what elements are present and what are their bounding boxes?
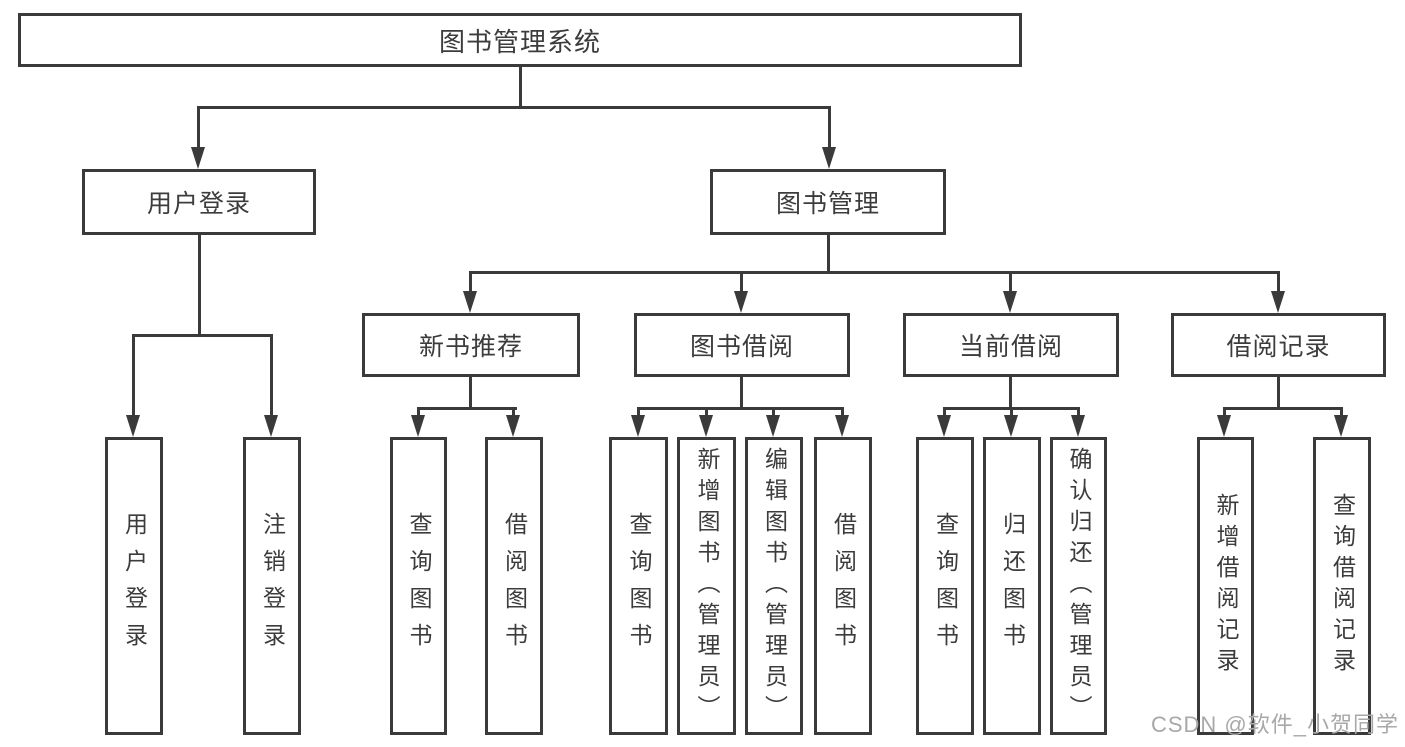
- connector-line: [519, 66, 522, 108]
- node-borrow-query-books: 查询图书: [609, 437, 668, 735]
- connector-line: [1009, 377, 1012, 409]
- connector-line: [637, 407, 640, 417]
- connector-line: [132, 334, 135, 416]
- connector-line: [1223, 407, 1343, 410]
- connector-line: [705, 407, 708, 417]
- node-login: 用户登录: [105, 437, 163, 735]
- node-return-books-label: 归还图书: [999, 512, 1026, 660]
- arrow-down-icon: [1271, 291, 1285, 313]
- node-add-books-admin-label: 新增图书（管理员）: [694, 446, 720, 726]
- connector-line: [197, 106, 200, 149]
- connector-line: [1340, 407, 1343, 417]
- arrow-down-icon: [734, 291, 748, 313]
- connector-line: [512, 407, 515, 417]
- arrow-down-icon: [699, 415, 713, 437]
- connector-line: [841, 407, 844, 417]
- node-recommend-query-books-label: 查询图书: [406, 512, 432, 660]
- node-borrow-query-books-label: 查询图书: [626, 512, 652, 660]
- node-current-borrow: 当前借阅: [903, 313, 1119, 377]
- arrow-down-icon: [1334, 415, 1348, 437]
- node-new-book-recommend: 新书推荐: [362, 313, 580, 377]
- connector-line: [828, 106, 831, 149]
- node-borrow-records-label: 借阅记录: [1226, 333, 1331, 361]
- connector-line: [637, 407, 844, 410]
- connector-line: [417, 407, 420, 417]
- connector-line: [198, 235, 201, 336]
- node-borrow-borrow-books: 借阅图书: [814, 437, 872, 735]
- node-book-borrow: 图书借阅: [634, 313, 850, 377]
- arrow-down-icon: [1217, 415, 1231, 437]
- node-recommend-borrow-books-label: 借阅图书: [501, 512, 528, 660]
- connector-line: [469, 271, 1280, 274]
- node-query-borrow-record: 查询借阅记录: [1313, 437, 1371, 735]
- connector-line: [197, 106, 831, 109]
- arrow-down-icon: [1004, 415, 1018, 437]
- node-add-borrow-record-label: 新增借阅记录: [1213, 493, 1239, 679]
- connector-line: [740, 377, 743, 409]
- connector-line: [417, 407, 517, 410]
- watermark: CSDN @软件_小贺同学: [1150, 712, 1399, 737]
- node-confirm-return-admin: 确认归还（管理员）: [1050, 437, 1107, 735]
- connector-line: [132, 334, 273, 337]
- node-recommend-query-books: 查询图书: [390, 437, 447, 735]
- connector-line: [270, 334, 273, 416]
- arrow-down-icon: [822, 147, 836, 169]
- node-add-books-admin: 新增图书（管理员）: [677, 437, 736, 735]
- connector-line: [1010, 407, 1013, 417]
- connector-line: [1277, 271, 1280, 293]
- node-book-borrow-label: 图书借阅: [689, 333, 794, 361]
- node-return-books: 归还图书: [983, 437, 1041, 735]
- node-borrow-borrow-books-label: 借阅图书: [830, 512, 857, 660]
- arrow-down-icon: [1003, 291, 1017, 313]
- connector-line: [827, 235, 830, 273]
- arrow-down-icon: [191, 147, 205, 169]
- connector-line: [772, 407, 775, 417]
- connector-line: [943, 407, 946, 417]
- arrow-down-icon: [1071, 415, 1085, 437]
- node-edit-books-admin: 编辑图书（管理员）: [745, 437, 803, 735]
- arrow-down-icon: [463, 291, 477, 313]
- arrow-down-icon: [411, 415, 425, 437]
- node-logout: 注销登录: [243, 437, 301, 735]
- node-current-query-books: 查询图书: [916, 437, 974, 735]
- node-add-borrow-record: 新增借阅记录: [1197, 437, 1254, 735]
- node-current-borrow-label: 当前借阅: [958, 333, 1063, 361]
- connector-line: [469, 271, 472, 293]
- connector-line: [1077, 407, 1080, 417]
- node-query-borrow-record-label: 查询借阅记录: [1329, 493, 1356, 679]
- node-book-management: 图书管理: [710, 169, 946, 235]
- node-logout-label: 注销登录: [259, 512, 286, 660]
- connector-line: [1009, 271, 1012, 293]
- arrow-down-icon: [937, 415, 951, 437]
- node-edit-books-admin-label: 编辑图书（管理员）: [761, 446, 788, 726]
- node-root: 图书管理系统: [18, 13, 1022, 67]
- connector-line: [1223, 407, 1226, 417]
- arrow-down-icon: [126, 415, 140, 437]
- arrow-down-icon: [506, 415, 520, 437]
- node-book-management-label: 图书管理: [775, 190, 880, 218]
- node-recommend-borrow-books: 借阅图书: [485, 437, 543, 735]
- node-new-book-recommend-label: 新书推荐: [418, 333, 523, 361]
- connector-line: [740, 271, 743, 293]
- connector-line: [1277, 377, 1280, 409]
- arrow-down-icon: [631, 415, 645, 437]
- node-borrow-records: 借阅记录: [1171, 313, 1386, 377]
- arrow-down-icon: [766, 415, 780, 437]
- arrow-down-icon: [835, 415, 849, 437]
- node-root-label: 图书管理系统: [438, 26, 601, 57]
- node-login-label: 用户登录: [121, 512, 148, 660]
- node-confirm-return-admin-label: 确认归还（管理员）: [1066, 446, 1092, 726]
- connector-line: [469, 377, 472, 409]
- node-user-login: 用户登录: [82, 169, 316, 235]
- arrow-down-icon: [264, 415, 278, 437]
- node-user-login-label: 用户登录: [146, 190, 251, 218]
- node-current-query-books-label: 查询图书: [932, 512, 959, 660]
